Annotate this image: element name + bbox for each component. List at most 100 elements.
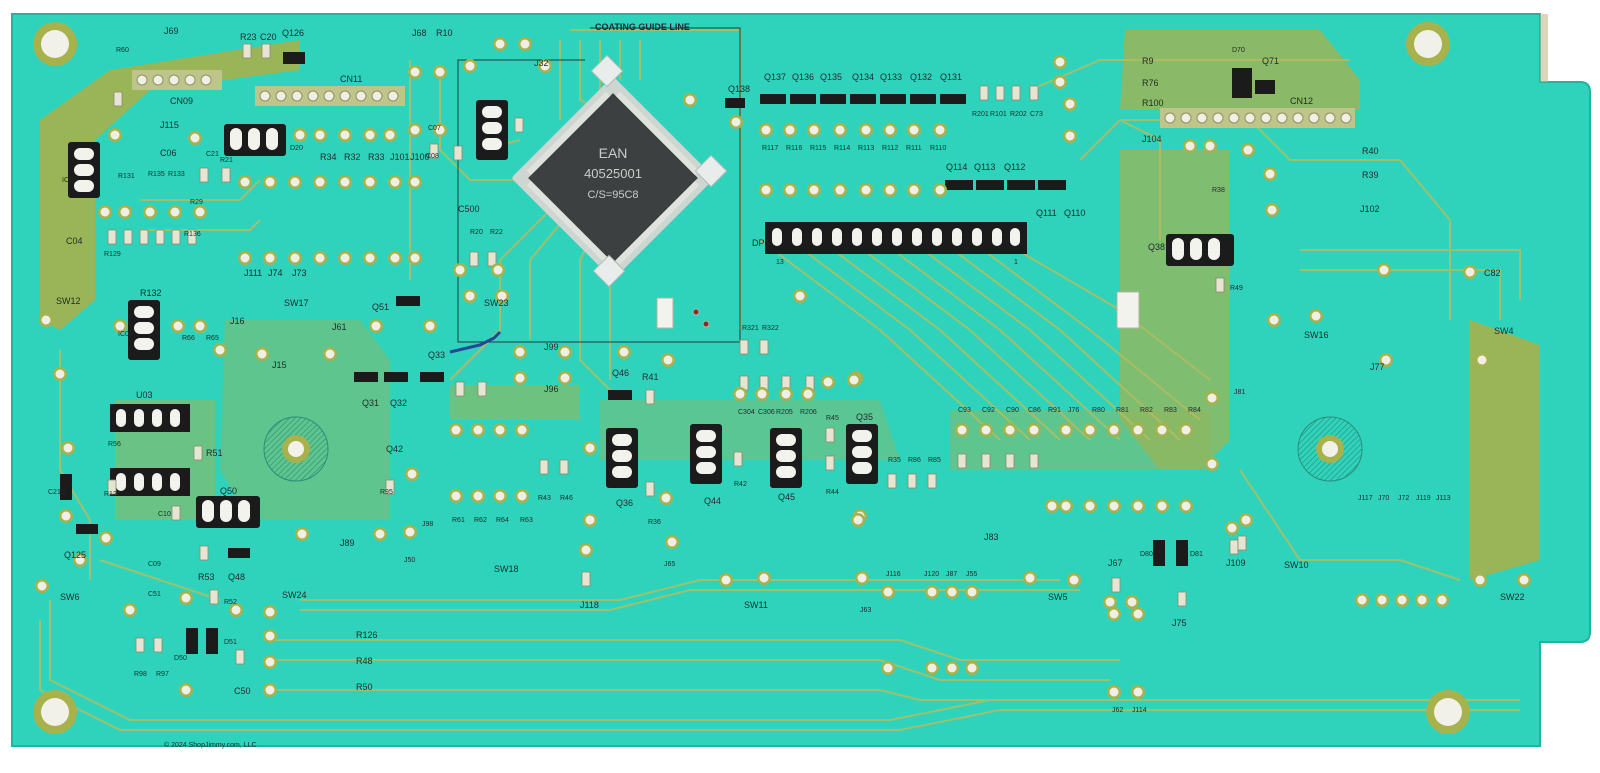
via-pad	[435, 125, 445, 135]
via-pad	[173, 321, 183, 331]
label-c306: C306	[758, 409, 775, 416]
label-c50: C50	[234, 686, 251, 696]
label-q38: Q38	[1148, 242, 1165, 252]
via-pad	[181, 593, 191, 603]
via-pad	[759, 573, 769, 583]
via-pad	[540, 61, 550, 71]
label-j72: J72	[1398, 495, 1409, 502]
via-pad	[1205, 141, 1215, 151]
label-r205: R205	[776, 409, 793, 416]
via-pad	[1437, 595, 1447, 605]
label-r114: R114	[834, 145, 850, 152]
label-q32: Q32	[390, 398, 407, 408]
label-j61: J61	[332, 322, 347, 332]
connectors	[110, 70, 1355, 496]
label-c04: C04	[66, 236, 83, 246]
via-pad	[1109, 425, 1119, 435]
label-j77: J77	[1370, 362, 1385, 372]
via-pad	[1061, 425, 1071, 435]
via-pad	[295, 130, 305, 140]
label-r49: R49	[1230, 285, 1243, 292]
label-q125: Q125	[64, 550, 86, 560]
via-pad	[927, 587, 937, 597]
via-pad	[495, 491, 505, 501]
via-pad	[407, 469, 417, 479]
mount-hole-bl	[33, 690, 77, 734]
label-r110: R110	[930, 145, 946, 152]
label-r53: R53	[198, 572, 215, 582]
via-pad	[721, 575, 731, 585]
label-ic02: IC02	[62, 177, 77, 184]
label-c82: C82	[1484, 268, 1501, 278]
via-pad	[885, 125, 895, 135]
label-j76: J76	[1068, 407, 1079, 414]
via-pad	[785, 125, 795, 135]
label-r40: R40	[1362, 146, 1379, 156]
via-pad	[795, 291, 805, 301]
via-pad	[365, 253, 375, 263]
label-j101: J101	[390, 152, 410, 162]
label-q71: Q71	[1262, 56, 1279, 66]
label-r22: R22	[490, 229, 503, 236]
label-j109: J109	[1226, 558, 1246, 568]
hatched-hole-right	[1297, 416, 1363, 482]
via-pad	[849, 375, 859, 385]
label-j100: J100	[410, 152, 430, 162]
label-sw10: SW10	[1284, 560, 1309, 570]
label-q111: Q111	[1036, 208, 1057, 218]
label-q110: Q110	[1064, 208, 1085, 218]
label-r100: R100	[1142, 98, 1164, 108]
via-pad	[265, 253, 275, 263]
via-pad	[803, 389, 813, 399]
via-pad	[1311, 311, 1321, 321]
label-r127: R127	[104, 491, 121, 498]
via-pad	[1227, 523, 1237, 533]
via-pad	[1133, 609, 1143, 619]
label-r126: R126	[356, 630, 378, 640]
label-q136: Q136	[792, 72, 814, 82]
via-pad	[1269, 315, 1279, 325]
via-pad	[75, 555, 85, 565]
coating-guide: COATING GUIDE LINE	[457, 22, 741, 343]
via-pad	[315, 177, 325, 187]
label-r202: R202	[1010, 111, 1027, 118]
label-d51: D51	[224, 639, 237, 646]
label-c09: C09	[148, 561, 161, 568]
label-d20: D20	[290, 145, 303, 152]
label-r44: R44	[826, 489, 839, 496]
label-r83: R83	[1164, 407, 1177, 414]
label-r112: R112	[882, 145, 898, 152]
via-pad	[340, 130, 350, 140]
label-c86: C86	[1028, 407, 1041, 414]
label-j89: J89	[340, 538, 355, 548]
label-r45: R45	[826, 415, 839, 422]
label-c73: C73	[1030, 111, 1043, 118]
label-u03: U03	[136, 390, 153, 400]
via-pad	[265, 685, 275, 695]
via-pad	[190, 133, 200, 143]
q38-transistor	[1166, 234, 1234, 266]
via-pad	[385, 130, 395, 140]
chip-marking-2: 40525001	[584, 166, 642, 181]
label-r86: R86	[908, 457, 921, 464]
via-pad	[1109, 501, 1119, 511]
via-pad	[1243, 145, 1253, 155]
via-pad	[1207, 459, 1217, 469]
via-pad	[101, 533, 111, 543]
via-pad	[1475, 575, 1485, 585]
label-cn09: CN09	[170, 96, 193, 106]
via-pad	[685, 95, 695, 105]
mount-hole-br	[1426, 690, 1470, 734]
via-pad	[861, 185, 871, 195]
via-pad	[297, 529, 307, 539]
via-pad	[240, 253, 250, 263]
via-pad	[761, 125, 771, 135]
via-pad	[265, 607, 275, 617]
via-pad	[515, 373, 525, 383]
label-j16: J16	[230, 316, 245, 326]
via-pad	[315, 130, 325, 140]
label-j120: J120	[924, 571, 939, 578]
label-q31: Q31	[362, 398, 379, 408]
via-pad	[857, 573, 867, 583]
via-pad	[947, 587, 957, 597]
